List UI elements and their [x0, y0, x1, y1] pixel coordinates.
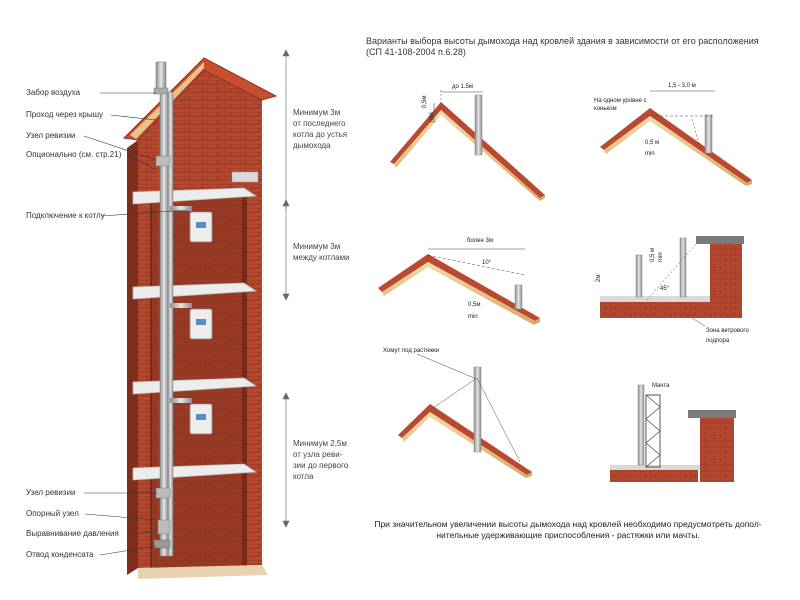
d5-clamp-label: Хомут под растяжки — [383, 348, 440, 354]
label-inspection-unit-bottom: Узел ревизии — [26, 488, 76, 497]
diagram-5 — [398, 353, 532, 478]
dim-text: между котлами — [293, 253, 350, 262]
label-boiler-connection: Подключение к котлу — [26, 211, 105, 220]
diagram-4 — [600, 236, 744, 327]
title-line-2: (СП 41-108-2004 п.6.28) — [366, 47, 466, 57]
dim-text: котла до устья — [293, 130, 348, 139]
label-inspection-unit-top: Узел ревизии — [26, 131, 76, 140]
label-support-unit: Опорный узел — [26, 509, 79, 518]
d4-zone-label-2: подпора — [706, 338, 730, 344]
d2-level-label: На одном уровне с — [594, 98, 647, 104]
d3-angle-label: 10° — [482, 260, 492, 266]
label-optional: Опционально (см. стр.21) — [26, 150, 122, 159]
d1-side-label: 0,5м — [422, 95, 428, 108]
label-pressure-equalization: Выравнивание давления — [26, 529, 119, 538]
footer-note: При значительном увеличении высоты дымох… — [368, 519, 768, 541]
d4-min-label: min — [658, 252, 664, 262]
dim-text: Минимум 2,5м — [293, 439, 347, 448]
footer-note-line-2: нительные удерживающие приспособления - … — [436, 530, 700, 540]
d3-side-label: 0,5м — [468, 302, 481, 308]
dim-text: Минимум 3м — [293, 108, 341, 117]
dimension-line — [282, 49, 290, 528]
footer-note-line-1: При значительном увеличении высоты дымох… — [374, 519, 762, 529]
d1-top-label: до 1.5м — [452, 84, 473, 90]
d2-min-label: min — [645, 151, 655, 157]
d2-level-label-2: коньком — [594, 106, 617, 112]
boiler — [189, 403, 213, 435]
d1-min-label: min — [429, 112, 435, 122]
d4-h1-label: 2м — [596, 274, 602, 282]
diagram-1 — [390, 90, 545, 201]
diagram-3 — [378, 248, 540, 325]
boiler — [189, 308, 213, 340]
dimension-last-boiler: Минимум 3м от последнего котла до устья … — [293, 107, 347, 151]
diagram-2 — [600, 90, 752, 186]
title-line-1: Варианты выбора высоты дымохода над кров… — [366, 36, 759, 46]
d4-h2-label: 0,5 м — [650, 247, 656, 262]
dim-text: котла — [293, 472, 314, 481]
label-air-intake: Забор воздуха — [26, 88, 81, 97]
dim-text: зии до первого — [293, 461, 349, 470]
label-roof-passage: Проход через крышу — [26, 110, 103, 119]
d4-zone-label: Зона ветрового — [706, 328, 749, 334]
boiler — [189, 211, 213, 243]
diagram-6 — [610, 384, 736, 482]
d3-min-label: min — [468, 314, 478, 320]
label-condensate-drain: Отвод конденсата — [26, 550, 94, 559]
chimney-pipe — [153, 61, 192, 557]
d3-top-label: более 3м — [467, 238, 493, 244]
label-leader-lines — [83, 92, 189, 556]
d4-angle-label: 45° — [660, 286, 670, 292]
dimension-between-boilers: Минимум 3м между котлами — [293, 241, 350, 263]
d6-mast-label: Мачта — [652, 383, 670, 389]
dim-text: от узла реви- — [293, 450, 343, 459]
dim-text: Минимум 3м — [293, 242, 341, 251]
d2-top-label: 1,5 - 3,0 м — [668, 83, 696, 89]
page-title: Варианты выбора высоты дымохода над кров… — [366, 36, 759, 58]
dim-text: дымохода — [293, 141, 331, 150]
dim-text: от последнего — [293, 119, 346, 128]
dimension-first-boiler: Минимум 2,5м от узла реви- зии до первог… — [293, 438, 348, 482]
d2-side-label: 0,5 м — [645, 140, 660, 146]
